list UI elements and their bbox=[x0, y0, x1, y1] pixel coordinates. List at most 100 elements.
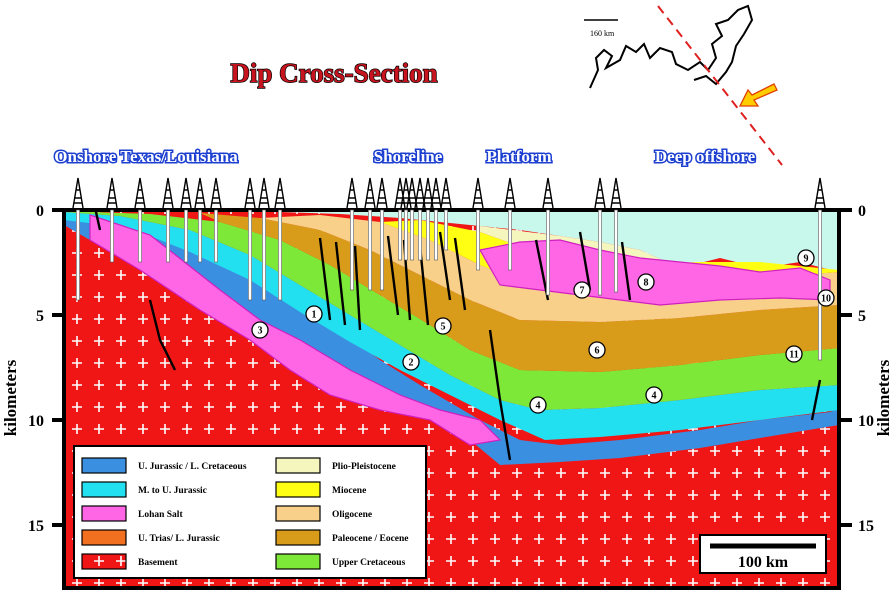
middle-jurassic-layer bbox=[64, 212, 839, 440]
derrick-icon bbox=[194, 177, 206, 209]
derrick-icon bbox=[258, 177, 270, 209]
well-bore bbox=[398, 209, 402, 261]
legend-swatch bbox=[275, 457, 321, 474]
feature-marker-label: 1 bbox=[312, 310, 317, 321]
inset-map: 160 km bbox=[584, 4, 783, 166]
scale-bar: 100 km bbox=[699, 534, 827, 574]
derrick-icon bbox=[422, 177, 434, 209]
upper-cretaceous-layer bbox=[64, 211, 839, 410]
feature-marker-circle bbox=[305, 305, 323, 323]
axis-label-left: kilometers bbox=[1, 359, 20, 436]
coastline-outline bbox=[589, 4, 754, 89]
legend-label: U. Jurassic / L. Cretaceous bbox=[138, 462, 247, 472]
axis-tick-label: 15 bbox=[28, 518, 44, 535]
derrick-icon bbox=[472, 177, 484, 209]
derrick-icon bbox=[414, 177, 426, 209]
well-bore bbox=[818, 209, 822, 361]
feature-marker-circle bbox=[817, 289, 835, 307]
legend-label: Paleocene / Eocene bbox=[332, 534, 409, 544]
derrick-icon bbox=[346, 177, 358, 209]
well-bore bbox=[166, 209, 170, 263]
feature-marker-circle bbox=[573, 281, 591, 299]
legend-swatch bbox=[275, 481, 321, 498]
feature-marker-label: 9 bbox=[804, 254, 809, 265]
legend-box bbox=[73, 445, 427, 579]
feature-marker-label: 7 bbox=[580, 286, 585, 297]
derrick-icon bbox=[210, 177, 222, 209]
well-bore bbox=[262, 209, 266, 301]
section-line bbox=[657, 5, 783, 166]
region-label-shoreline: Shoreline bbox=[374, 147, 443, 166]
derrick-icon bbox=[430, 177, 442, 209]
section-frame bbox=[62, 208, 841, 590]
feature-marker-label: 4 bbox=[536, 401, 541, 412]
axis-tick-label: 15 bbox=[858, 518, 874, 535]
axis-tick-label: 10 bbox=[858, 413, 874, 430]
well-bore bbox=[278, 209, 282, 301]
axis-tick-label: 0 bbox=[36, 203, 44, 220]
well-bore bbox=[508, 209, 512, 271]
paleocene-eocene-layer bbox=[200, 213, 839, 372]
well-bore bbox=[380, 209, 384, 291]
well-bore bbox=[76, 209, 80, 301]
feature-marker-circle bbox=[797, 249, 815, 267]
legend-label: Lohan Salt bbox=[138, 510, 183, 520]
well-bore bbox=[214, 209, 218, 263]
well-bore bbox=[598, 209, 602, 296]
well-derricks bbox=[72, 177, 826, 361]
well-bore bbox=[248, 209, 252, 301]
feature-marker-label: 10 bbox=[821, 294, 831, 305]
well-bore bbox=[138, 209, 142, 263]
feature-marker-circle bbox=[529, 396, 547, 414]
feature-marker-circle bbox=[637, 273, 655, 291]
legend-swatch bbox=[81, 553, 127, 570]
well-bore bbox=[404, 209, 408, 261]
legend-swatch bbox=[81, 529, 127, 546]
legend-label: Basement bbox=[138, 558, 178, 568]
axis-tick-label: 10 bbox=[28, 413, 44, 430]
well-bore bbox=[350, 209, 354, 291]
region-label-onshore: Onshore Texas/Louisiana bbox=[54, 147, 238, 166]
axis-label-right: kilometers bbox=[874, 359, 893, 436]
feature-marker-circle bbox=[588, 341, 606, 359]
well-bore bbox=[418, 209, 422, 261]
legend-swatch bbox=[81, 457, 127, 474]
legend-swatch bbox=[81, 481, 127, 498]
derrick-icon bbox=[440, 177, 452, 209]
feature-marker-circle bbox=[251, 321, 269, 339]
derrick-icon bbox=[400, 177, 412, 209]
legend-label: Oligocene bbox=[332, 510, 372, 520]
feature-marker-label: 4 bbox=[652, 391, 657, 402]
derrick-icon bbox=[72, 177, 84, 209]
feature-marker-label: 11 bbox=[789, 350, 798, 361]
feature-marker-label: 3 bbox=[258, 326, 263, 337]
derrick-icon bbox=[180, 177, 192, 209]
legend-swatch bbox=[275, 553, 321, 570]
derrick-icon bbox=[134, 177, 146, 209]
legend-label: Plio-Pleistocene bbox=[332, 462, 396, 472]
well-bore bbox=[110, 209, 114, 263]
feature-marker-circle bbox=[785, 345, 803, 363]
diagram-title: Dip Cross-Section bbox=[230, 58, 437, 88]
region-label-platform: Platform bbox=[486, 147, 551, 166]
legend-swatch bbox=[81, 505, 127, 522]
derrick-icon bbox=[274, 177, 286, 209]
inset-scale-label: 160 km bbox=[590, 29, 615, 38]
well-bore bbox=[198, 209, 202, 263]
legend-label: Miocene bbox=[332, 486, 366, 496]
derrick-icon bbox=[394, 177, 406, 209]
well-bore bbox=[444, 209, 448, 251]
derrick-icon bbox=[406, 177, 418, 209]
derrick-icon bbox=[162, 177, 174, 209]
feature-marker-circle bbox=[434, 317, 452, 335]
derrick-icon bbox=[504, 177, 516, 209]
legend-swatch bbox=[275, 529, 321, 546]
well-bore bbox=[410, 209, 414, 261]
fault-lines bbox=[94, 211, 822, 461]
feature-marker-label: 6 bbox=[595, 346, 600, 357]
